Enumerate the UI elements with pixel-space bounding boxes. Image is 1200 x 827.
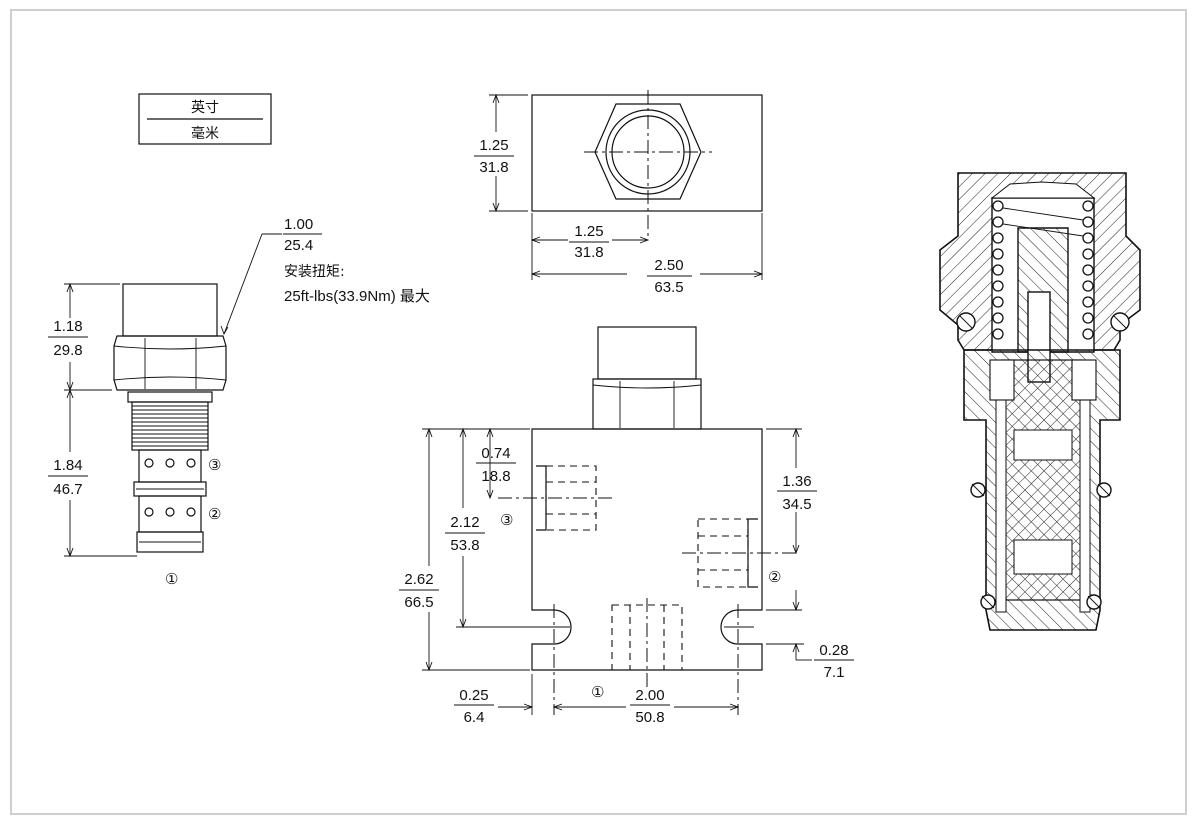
cartridge-h2-mm: 46.7	[53, 481, 82, 498]
front-bot-in: 0.28	[819, 642, 848, 659]
front-p2-mm: 34.5	[782, 496, 811, 513]
front-port2-label: ②	[768, 569, 781, 586]
torque-label: 安装扭矩:	[284, 264, 345, 280]
top-width-in: 2.50	[654, 257, 683, 274]
front-span-mm: 50.8	[635, 709, 664, 726]
cartridge-port2-label: ②	[208, 506, 221, 523]
cartridge-h2-in: 1.84	[53, 457, 82, 474]
cartridge-port3-label: ③	[208, 457, 221, 474]
front-total-in: 2.62	[404, 571, 433, 588]
front-span-in: 2.00	[635, 687, 664, 704]
front-hole-in: 2.12	[450, 514, 479, 531]
unit-legend: 英寸 毫米	[138, 93, 272, 145]
front-p2-in: 1.36	[782, 473, 811, 490]
front-port3-label: ③	[500, 512, 513, 529]
top-center-mm: 31.8	[574, 244, 603, 261]
top-center-in: 1.25	[574, 223, 603, 240]
top-height-mm: 31.8	[479, 159, 508, 176]
front-hole-mm: 53.8	[450, 537, 479, 554]
front-edge-in: 0.25	[459, 687, 488, 704]
front-total-mm: 66.5	[404, 594, 433, 611]
legend-mm: 毫米	[191, 125, 219, 142]
drawing-frame	[10, 9, 1187, 815]
cartridge-hex-in: 1.00	[284, 216, 313, 233]
front-port1-label: ①	[591, 684, 604, 701]
front-p3-mm: 18.8	[481, 468, 510, 485]
spring	[992, 200, 1094, 340]
cartridge-side-view: ③ ② ① 1.18 29.8 1.84 46.7 1.00 25.4 安装扭矩…	[48, 216, 430, 588]
legend-inch: 英寸	[191, 99, 219, 116]
front-p3-in: 0.74	[481, 445, 510, 462]
cartridge-section-view	[939, 172, 1141, 631]
cartridge-port1-label: ①	[165, 571, 178, 588]
front-edge-mm: 6.4	[464, 709, 485, 726]
torque-value: 25ft-lbs(33.9Nm) 最大	[284, 288, 430, 305]
body-top-view: 1.25 31.8 1.25 31.8 2.50 63.5	[474, 90, 764, 296]
cartridge-hex-mm: 25.4	[284, 237, 313, 254]
top-width-mm: 63.5	[654, 279, 683, 296]
body-front-view: ③ ② ① 2.62 66.5 2.12 53.8 0.74 18.8	[399, 326, 854, 726]
cartridge-h1-in: 1.18	[53, 318, 82, 335]
cartridge-h1-mm: 29.8	[53, 342, 82, 359]
front-bot-mm: 7.1	[824, 664, 845, 681]
top-height-in: 1.25	[479, 137, 508, 154]
